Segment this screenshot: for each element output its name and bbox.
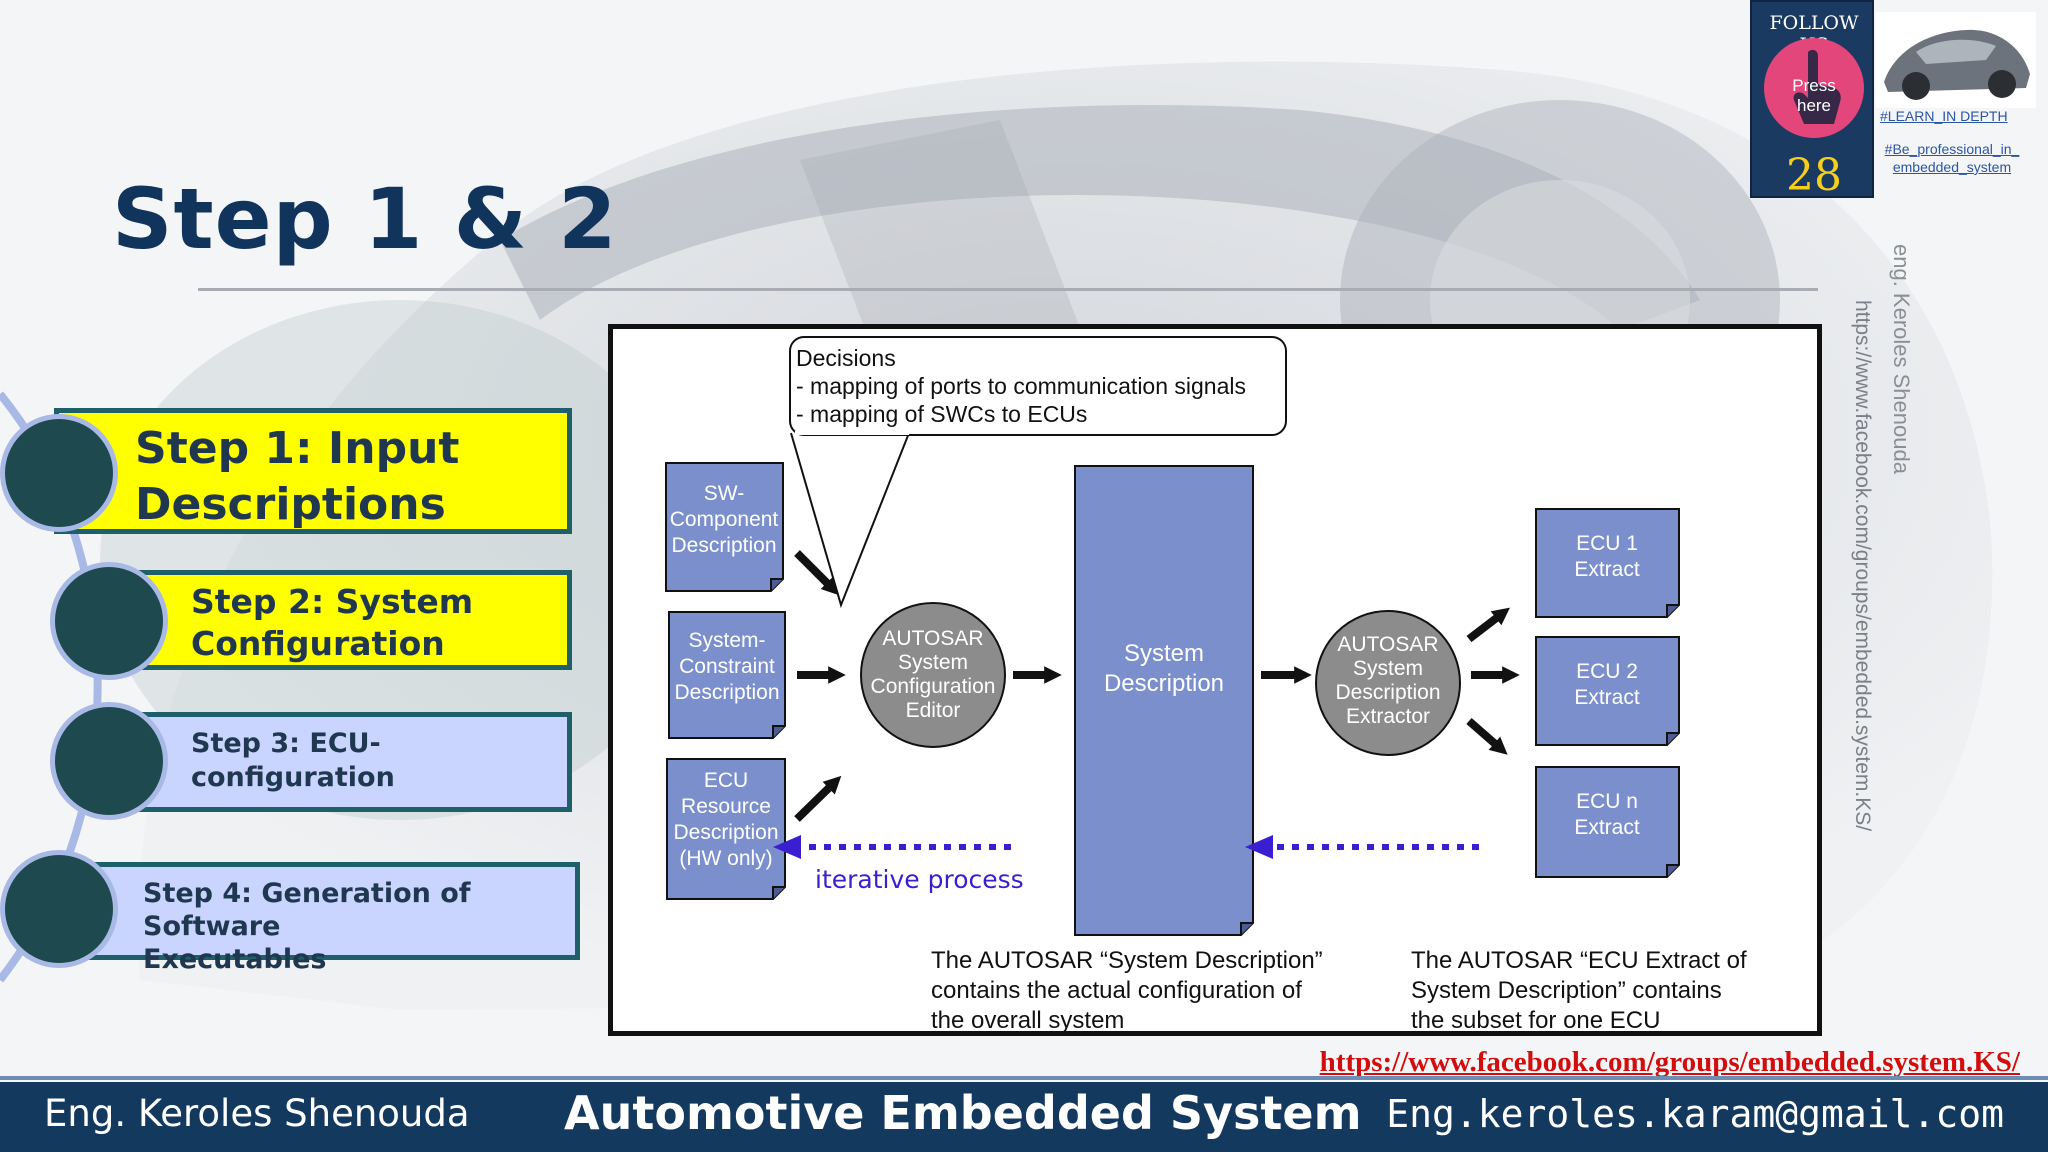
be-professional-line-1: #Be_professional_in_ [1884,141,2020,157]
system-constraint-line-3: Description [674,681,779,704]
editor-line-2: System [898,651,968,674]
ecu-resource-line-2: Resource [681,795,771,818]
step-4-label-line1: Step 4: Generation of Software [143,878,471,942]
ecu-resource-line-3: Description [673,821,778,844]
ecu-2-extract-doc: ECU 2 Extract [1535,636,1680,746]
ecu-1-line-2: Extract [1574,558,1640,581]
ecu-1-extract-doc: ECU 1 Extract [1535,508,1680,618]
editor-line-4: Editor [906,699,961,722]
arrow-extractor-to-ecun [1466,717,1508,755]
decisions-line-3: - mapping of SWCs to ECUs [796,401,1087,427]
decisions-line-1: Decisions [796,345,896,371]
ecu-2-line-1: ECU 2 [1576,660,1638,683]
step-3-label-line1: Step 3: ECU-configuration [191,728,395,793]
step-4-label-line2: Executables [143,944,327,975]
caption-left-line-2: contains the actual configuration of [931,977,1302,1004]
extractor-line-3: Description [1335,681,1440,704]
be-professional-line-2: embedded_system [1892,159,2012,175]
decisions-callout: Decisions - mapping of ports to communic… [789,336,1287,609]
pointing-hand-icon [1764,38,1864,138]
decisions-line-2: - mapping of ports to communication sign… [796,373,1246,399]
ecu-n-line-1: ECU n [1576,790,1638,813]
system-constraint-description-doc: System- Constraint Description [668,611,786,739]
press-label-line-1: Press [1792,76,1836,95]
system-description-line-1: System [1124,640,1204,667]
ecu-n-extract-doc: ECU n Extract [1535,766,1680,878]
footer-top-border [0,1076,2048,1080]
step-2-label-line2: Configuration [191,624,445,663]
autosar-diagram-panel: Decisions - mapping of ports to communic… [608,324,1822,1036]
step-4-box: Step 4: Generation of Software Executabl… [54,862,580,975]
caption-right-line-2: System Description” contains [1411,977,1722,1004]
caption-right-line-1: The AUTOSAR “ECU Extract of [1411,947,1747,974]
system-configuration-editor-node: AUTOSAR System Configuration Editor [860,602,1006,748]
step-2-box: Step 2: System Configuration [110,570,572,670]
car-thumbnail-image [1876,12,2036,108]
sw-component-description-doc: SW- Component Description [665,462,784,592]
press-label-line-2: here [1796,96,1832,115]
footer-author-name: Eng. Keroles Shenouda [44,1092,470,1135]
sw-component-line-3: Description [671,534,776,557]
ecu-1-line-1: ECU 1 [1576,532,1638,555]
ecu-2-line-2: Extract [1574,686,1640,709]
step-4-bullet [0,850,118,968]
editor-line-3: Configuration [871,675,996,698]
title-divider [198,288,1818,291]
step-1-bullet [0,414,118,532]
system-constraint-line-1: System- [688,629,765,652]
follow-us-button[interactable]: FOLLOW US Press here 28 [1750,0,1874,201]
system-description-line-2: Description [1104,670,1224,697]
editor-line-1: AUTOSAR [882,627,983,650]
sw-component-line-2: Component [670,508,779,531]
extractor-line-1: AUTOSAR [1337,633,1438,656]
arrow-sw-to-editor [794,550,840,596]
arrow-resource-to-editor [794,775,842,822]
caption-right-line-3: the subset for one ECU [1411,1007,1660,1031]
autosar-diagram: Decisions - mapping of ports to communic… [665,336,1747,1031]
step-1-box: Step 1: Input Descriptions [54,408,572,534]
ecu-resource-line-1: ECU [704,769,748,792]
be-professional-link[interactable]: #Be_professional_in_ embedded_system [1882,140,2022,176]
iterative-arrow-right [1245,835,1479,859]
extractor-line-4: Extractor [1346,705,1430,728]
iterative-arrow-left [773,835,1011,859]
step-3-box: Step 3: ECU-configuration [110,712,572,812]
step-1-label-line1: Step 1: Input [135,423,460,474]
step-2-label-line1: Step 2: System [191,582,474,621]
footer-email: Eng.keroles.karam@gmail.com [1386,1092,2004,1136]
author-vertical-text: eng. Keroles Shenouda [1889,244,1914,474]
caption-left-line-1: The AUTOSAR “System Description” [931,947,1323,974]
page-number: 28 [1786,150,1842,201]
facebook-group-link[interactable]: https://www.facebook.com/groups/embedded… [1319,1046,2020,1078]
system-description-extractor-node: AUTOSAR System Description Extractor [1315,610,1461,756]
url-vertical-text: https://www.facebook.com/groups/embedded… [1851,300,1874,832]
extractor-line-2: System [1353,657,1423,680]
caption-left-line-3: the overall system [931,1007,1124,1031]
ecu-resource-line-4: (HW only) [679,847,772,870]
arrow-extractor-to-ecu1 [1466,607,1510,643]
sw-component-line-1: SW- [704,482,744,505]
step-2-bullet [50,562,168,680]
system-description-doc: System Description [1074,465,1254,936]
ecu-resource-description-doc: ECU Resource Description (HW only) [666,758,786,900]
system-constraint-line-2: Constraint [679,655,775,678]
step-3-bullet [50,702,168,820]
slide-title: Step 1 & 2 [112,170,618,268]
footer-bar [0,1082,2048,1152]
ecu-n-line-2: Extract [1574,816,1640,839]
step-1-label-line2: Descriptions [135,479,446,530]
iterative-process-label: iterative process [815,865,1024,894]
footer-course-title: Automotive Embedded System [564,1086,1362,1140]
learn-in-depth-link[interactable]: #LEARN_IN DEPTH [1880,108,2008,124]
